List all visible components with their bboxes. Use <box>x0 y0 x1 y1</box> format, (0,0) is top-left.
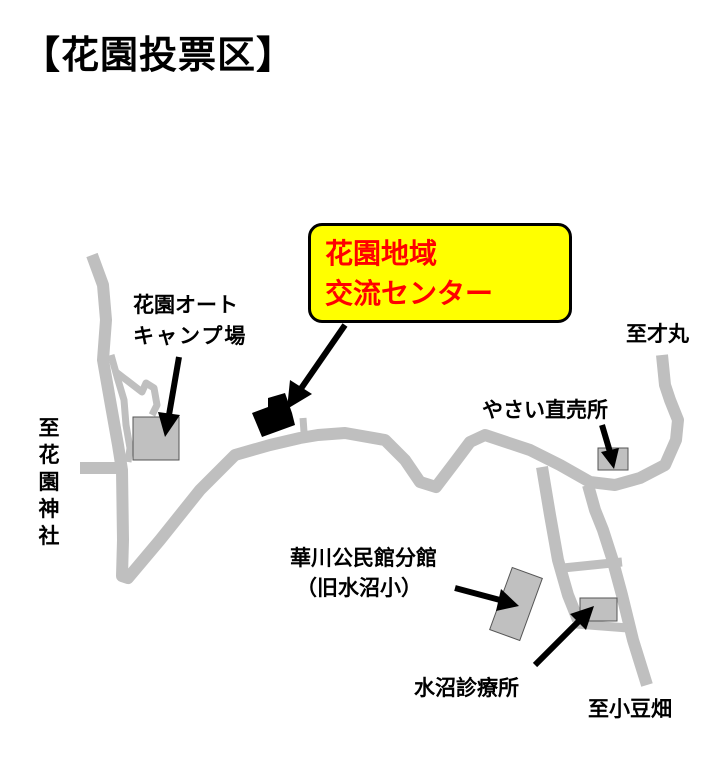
hall-label-1: 華川公民館分館 <box>290 546 437 570</box>
arrow-center <box>297 323 348 392</box>
arrow-center-head <box>287 380 312 409</box>
arrow-hall-head <box>496 589 519 611</box>
campground-label-2: キャンプ場 <box>133 324 248 348</box>
road-south-west <box>536 466 584 623</box>
to-koduhata-label: 至小豆畑 <box>588 697 672 721</box>
arrow-vegetable <box>599 424 613 453</box>
road-main <box>86 252 684 584</box>
char: 社 <box>38 524 60 548</box>
arrow-campground-head <box>158 412 180 437</box>
arrow-hall <box>454 585 501 603</box>
to-saimaru-label: 至才丸 <box>626 322 689 346</box>
char: 至 <box>38 416 60 440</box>
road-campground-loop2 <box>113 369 161 417</box>
campground-label-1: 花園オート <box>133 293 238 317</box>
clinic-label: 水沼診療所 <box>414 676 519 700</box>
arrow-campground <box>166 356 182 416</box>
char: 花 <box>38 443 60 467</box>
hall-label-2: （旧水沼小） <box>296 576 422 600</box>
arrow-clinic-head <box>570 606 594 630</box>
vegetable-stand-label: やさい直売所 <box>482 398 608 422</box>
road-south-east <box>582 483 653 687</box>
community-center-building <box>252 393 295 437</box>
road-cross-1 <box>562 557 623 573</box>
callout-line2: 交流センター <box>325 277 494 310</box>
arrow-vegetable-head <box>601 448 619 469</box>
char: 神 <box>38 497 60 521</box>
arrow-clinic <box>532 617 583 668</box>
page-title: 【花園投票区】 <box>22 33 296 77</box>
to-kaen-shrine-label: 至 花 園 神 社 <box>36 415 62 550</box>
road-spur <box>299 417 308 433</box>
community-center-callout: 花園地域 交流センター <box>308 223 572 323</box>
callout-line1: 花園地域 <box>325 237 438 270</box>
char: 園 <box>38 470 60 494</box>
